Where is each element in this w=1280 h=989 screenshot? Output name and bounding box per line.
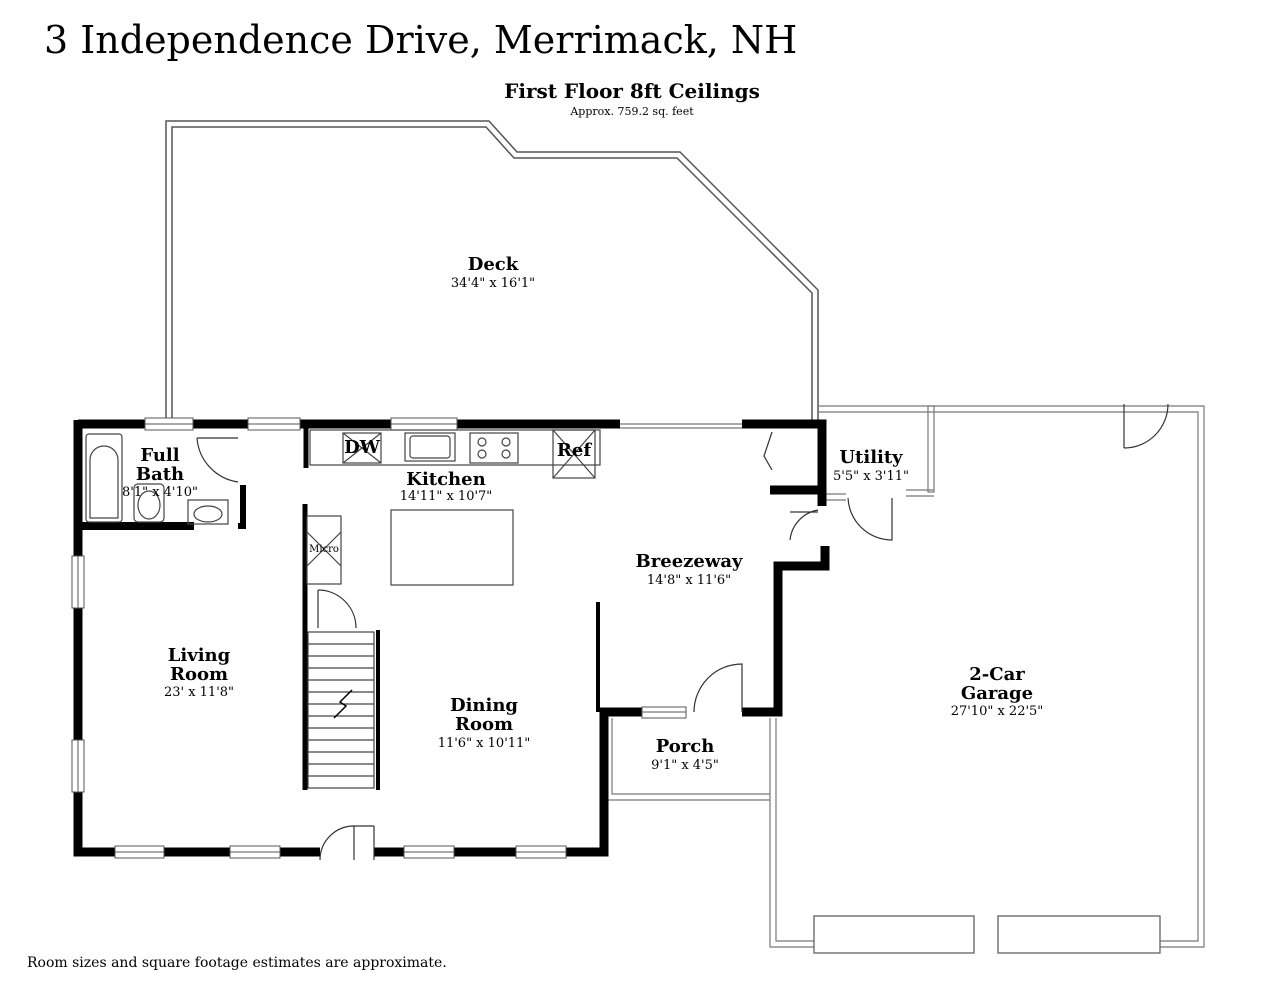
room-garage: 2-Car Garage 27'10" x 22'5" — [951, 664, 1044, 719]
floor-title: First Floor 8ft Ceilings — [504, 79, 760, 103]
refrigerator-label: Ref — [557, 440, 592, 461]
room-dims: 23' x 11'8" — [164, 685, 234, 700]
room-name: Bath — [136, 464, 184, 485]
bath-fixtures — [85, 433, 229, 525]
room-full-bath: Full Bath 8'1" x 4'10" — [122, 445, 198, 500]
room-utility: Utility 5'5" x 3'11" — [833, 447, 909, 484]
room-dims: 34'4" x 16'1" — [451, 276, 535, 291]
room-name: Room — [170, 664, 228, 685]
room-name: Garage — [961, 683, 1033, 704]
room-porch: Porch 9'1" x 4'5" — [651, 736, 719, 773]
room-name: Kitchen — [406, 469, 485, 490]
garage-doors — [813, 915, 1161, 954]
room-dims: 9'1" x 4'5" — [651, 758, 719, 773]
room-dims: 14'11" x 10'7" — [400, 489, 493, 504]
kitchen-fixtures — [306, 429, 601, 586]
room-name: Deck — [468, 254, 519, 275]
room-name: Breezeway — [636, 551, 743, 572]
room-dining-room: Dining Room 11'6" x 10'11" — [438, 695, 531, 751]
dishwasher-label: DW — [344, 437, 381, 458]
room-name: Porch — [656, 736, 715, 757]
garage-outline — [605, 405, 1205, 948]
windows — [71, 417, 742, 859]
room-name: Utility — [839, 447, 903, 468]
doors — [196, 403, 1169, 861]
interior-walls — [80, 420, 600, 790]
room-dims: 5'5" x 3'11" — [833, 469, 909, 484]
staircase — [307, 631, 375, 789]
room-deck: Deck 34'4" x 16'1" — [451, 254, 535, 291]
room-dims: 8'1" x 4'10" — [122, 485, 198, 500]
floor-area: Approx. 759.2 sq. feet — [570, 105, 694, 118]
room-name: Dining — [450, 695, 518, 716]
room-name: Living — [168, 645, 231, 666]
room-dims: 27'10" x 22'5" — [951, 704, 1044, 719]
room-name: Full — [140, 445, 179, 466]
exterior-walls — [73, 419, 830, 857]
room-name: Room — [455, 714, 513, 735]
room-kitchen: Kitchen 14'11" x 10'7" — [400, 469, 493, 504]
property-address: 3 Independence Drive, Merrimack, NH — [44, 18, 798, 62]
deck-outline — [165, 120, 819, 420]
room-living-room: Living Room 23' x 11'8" — [164, 645, 234, 700]
room-dims: 11'6" x 10'11" — [438, 736, 531, 751]
room-breezeway: Breezeway 14'8" x 11'6" — [636, 551, 743, 588]
microwave-label: Micro — [309, 544, 339, 555]
room-name: 2-Car — [969, 664, 1025, 685]
room-dims: 14'8" x 11'6" — [647, 573, 731, 588]
disclaimer-note: Room sizes and square footage estimates … — [27, 955, 447, 971]
